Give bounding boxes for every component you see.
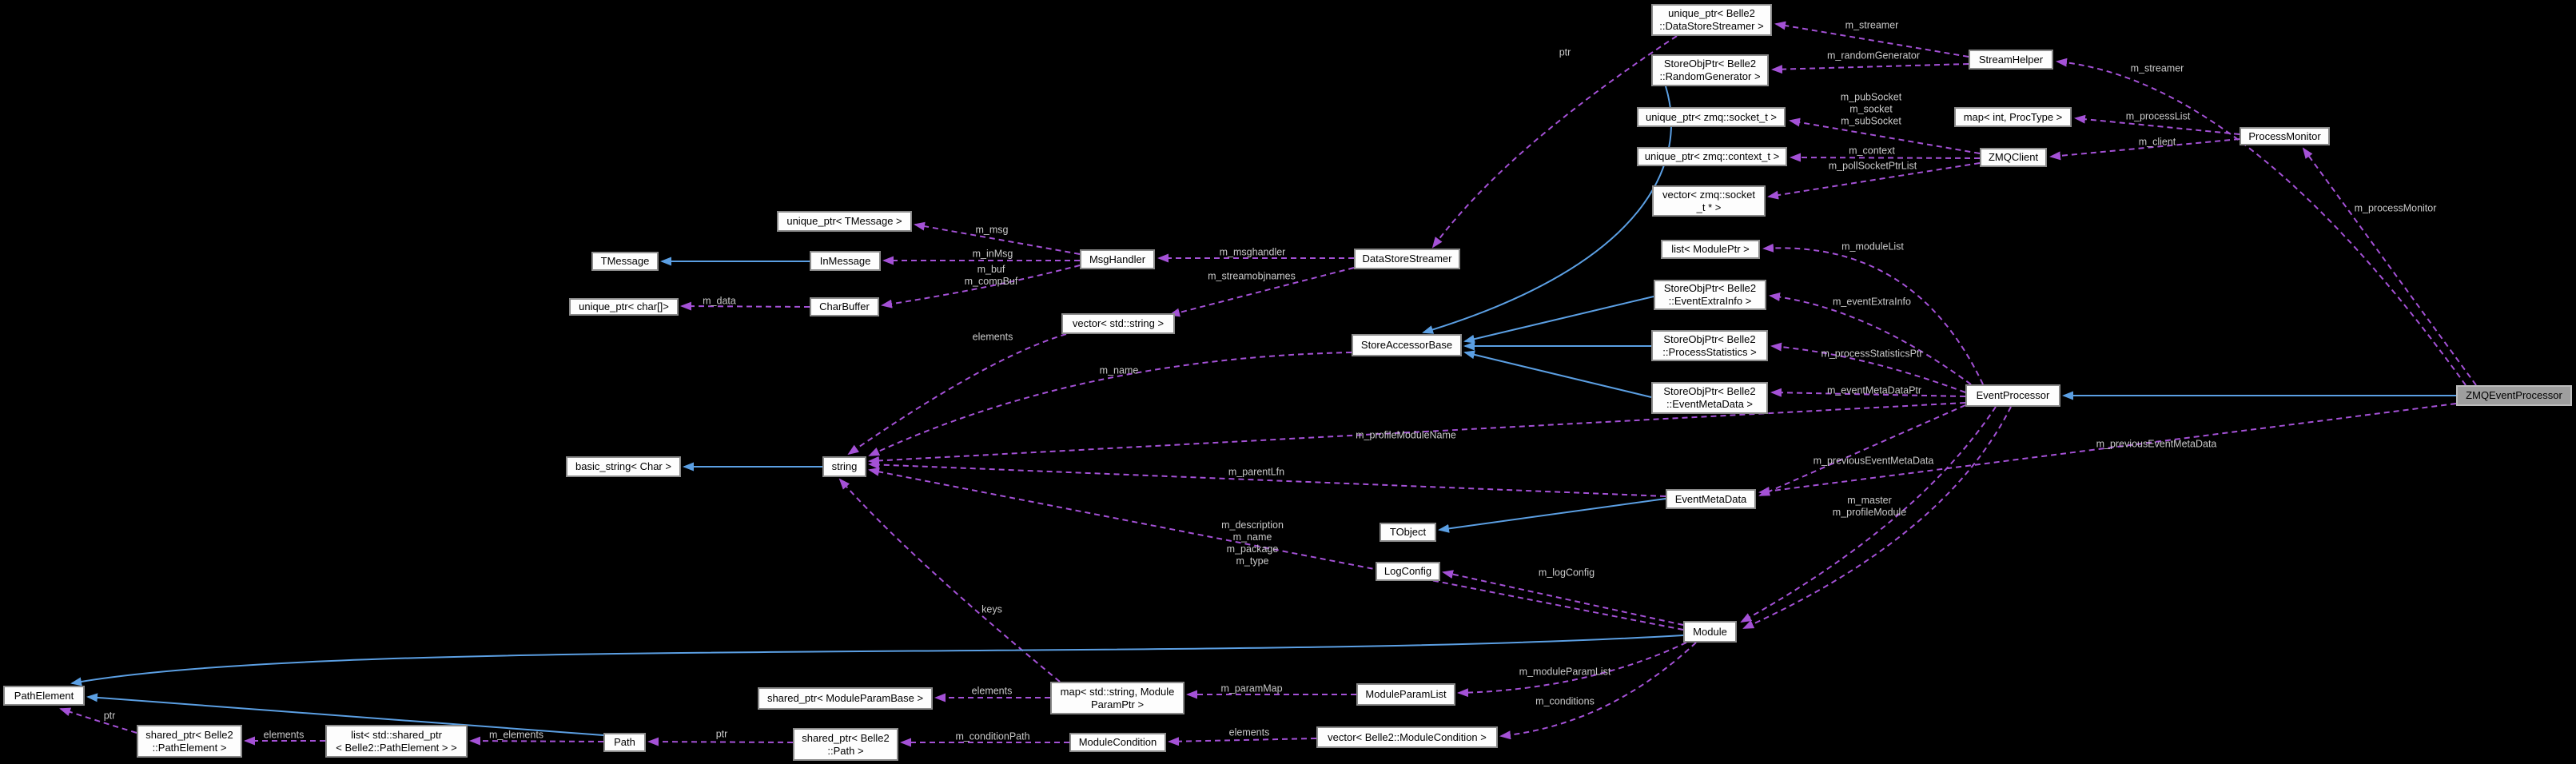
- edge-module-m-moduleparamlist: [1457, 642, 1687, 698]
- node-sptr-moduleparambase[interactable]: shared_ptr< ModuleParamBase >: [758, 687, 933, 710]
- node-pathelement[interactable]: PathElement: [3, 686, 85, 706]
- node-zmqclient[interactable]: ZMQClient: [1980, 148, 2047, 167]
- edge-ep-m-master: [1740, 406, 1997, 623]
- node-modulecondition[interactable]: ModuleCondition: [1069, 733, 1166, 752]
- node-streamhelper[interactable]: StreamHelper: [1969, 50, 2053, 70]
- edge-path-inherits-pathelement: [86, 693, 604, 736]
- node-processmonitor[interactable]: ProcessMonitor: [2240, 127, 2330, 145]
- edge-zmqep-m-previouseventmetadata: [1758, 403, 2457, 495]
- node-list-sptr-pathelement[interactable]: list< std::shared_ptr < Belle2::PathElem…: [325, 725, 468, 758]
- node-vec-socket[interactable]: vector< zmq::socket _t * >: [1652, 185, 1766, 217]
- node-uptr-context[interactable]: unique_ptr< zmq::context_t >: [1637, 147, 1787, 166]
- edge-module-inherits-pathelement: [70, 635, 1684, 686]
- edge-ep-m-eventextrainfo: [1769, 292, 1972, 385]
- edge-ep-m-previouseventmetadata: [1758, 404, 1966, 496]
- node-sptr-pathelement[interactable]: shared_ptr< Belle2 ::PathElement >: [137, 725, 242, 758]
- edge-streamhelper-m-randomgenerator: [1771, 63, 1969, 74]
- edge-emd-inherits-tobject: [1438, 498, 1666, 533]
- edge-sab-m-name: [868, 352, 1352, 456]
- node-uptr-tmessage[interactable]: unique_ptr< TMessage >: [777, 211, 912, 232]
- edge-ep-m-profilemodule: [1742, 406, 2012, 629]
- node-msghandler[interactable]: MsgHandler: [1080, 249, 1155, 269]
- edge-zmqclient-sockets: [1789, 117, 1981, 154]
- node-eventmetadata[interactable]: EventMetaData: [1666, 489, 1756, 509]
- edge-zmqep-m-processmonitor: [2302, 147, 2477, 386]
- node-inmessage[interactable]: InMessage: [810, 251, 881, 271]
- edge-zmqep-m-streamer: [2056, 58, 2467, 386]
- node-logconfig[interactable]: LogConfig: [1376, 562, 1440, 581]
- node-basic-string[interactable]: basic_string< Char >: [566, 456, 681, 477]
- edge-path-m-elements: [469, 736, 604, 746]
- node-vec-modulecondition[interactable]: vector< Belle2::ModuleCondition >: [1316, 726, 1498, 748]
- node-eventprocessor[interactable]: EventProcessor: [1965, 384, 2060, 407]
- edge-uptrdss-ptr: [1431, 35, 1678, 249]
- edge-module-namefields: [868, 467, 1684, 631]
- edge-zmqclient-m-context: [1790, 153, 1981, 162]
- edge-module-m-conditions: [1499, 642, 1697, 740]
- edge-msghandler-m-buf: [881, 265, 1081, 308]
- node-sptr-path[interactable]: shared_ptr< Belle2 ::Path >: [793, 728, 898, 761]
- node-zmqeventprocessor: ZMQEventProcessor: [2456, 385, 2572, 406]
- edge-msghandler-m-msg: [914, 221, 1081, 255]
- edge-emd-m-parentlfn: [868, 460, 1666, 497]
- node-sop-processstatistics[interactable]: StoreObjPtr< Belle2 ::ProcessStatistics …: [1651, 330, 1768, 361]
- edge-sopmeta-inherits-sab: [1463, 350, 1652, 398]
- edge-soprandom-inherits-sab: [1422, 86, 1672, 334]
- edge-sopextra-inherits-sab: [1463, 296, 1654, 344]
- edge-procmon-m-processlist: [2074, 114, 2240, 135]
- edge-procmon-m-client: [2049, 138, 2240, 161]
- edge-ep-m-processstatisticsptr: [1770, 342, 1966, 393]
- edge-mapmpp-keys: [838, 478, 1061, 682]
- node-list-moduleptr[interactable]: list< ModulePtr >: [1661, 240, 1760, 259]
- node-sop-eventextrainfo[interactable]: StoreObjPtr< Belle2 ::EventExtraInfo >: [1654, 280, 1766, 310]
- node-path[interactable]: Path: [603, 733, 646, 752]
- node-tmessage[interactable]: TMessage: [591, 252, 659, 271]
- edge-vecmc-elements: [1168, 737, 1317, 746]
- edge-ep-m-eventmetadataptr: [1770, 388, 1966, 397]
- node-vec-string[interactable]: vector< std::string >: [1061, 313, 1175, 334]
- edge-module-m-logconfig: [1442, 570, 1684, 626]
- edge-sptrpe-ptr: [59, 707, 137, 734]
- node-sop-randomgenerator[interactable]: StoreObjPtr< Belle2 ::RandomGenerator >: [1651, 54, 1769, 86]
- node-map-moduleparamptr[interactable]: map< std::string, Module ParamPtr >: [1050, 682, 1184, 714]
- node-uptr-char[interactable]: unique_ptr< char[]>: [569, 298, 679, 316]
- node-sop-eventmetadata[interactable]: StoreObjPtr< Belle2 ::EventMetaData >: [1651, 382, 1768, 414]
- edge-dss-m-streamobjnames: [1169, 267, 1355, 317]
- edge-zmqclient-m-pollsocketptrlist: [1767, 162, 1981, 200]
- edge-ep-m-profilemodulename: [868, 402, 1966, 465]
- node-map-proctype[interactable]: map< int, ProcType >: [1954, 107, 2072, 127]
- node-charbuffer[interactable]: CharBuffer: [810, 297, 879, 316]
- node-uptr-datastorestreamer[interactable]: unique_ptr< Belle2 ::DataStoreStreamer >: [1651, 4, 1772, 36]
- edge-streamhelper-m-streamer: [1774, 21, 1969, 58]
- edge-vecstring-elements: [847, 333, 1067, 456]
- node-moduleparamlist[interactable]: ModuleParamList: [1356, 683, 1455, 706]
- node-uptr-socket[interactable]: unique_ptr< zmq::socket_t >: [1637, 107, 1786, 127]
- node-datastorestreamer[interactable]: DataStoreStreamer: [1354, 249, 1460, 269]
- node-module[interactable]: Module: [1683, 621, 1737, 643]
- edge-ep-m-modulelist: [1762, 243, 1984, 385]
- node-string[interactable]: string: [822, 456, 866, 477]
- node-tobject[interactable]: TObject: [1380, 523, 1436, 542]
- node-storeaccessorbase[interactable]: StoreAccessorBase: [1352, 334, 1462, 356]
- edge-charbuffer-m-data: [680, 301, 810, 311]
